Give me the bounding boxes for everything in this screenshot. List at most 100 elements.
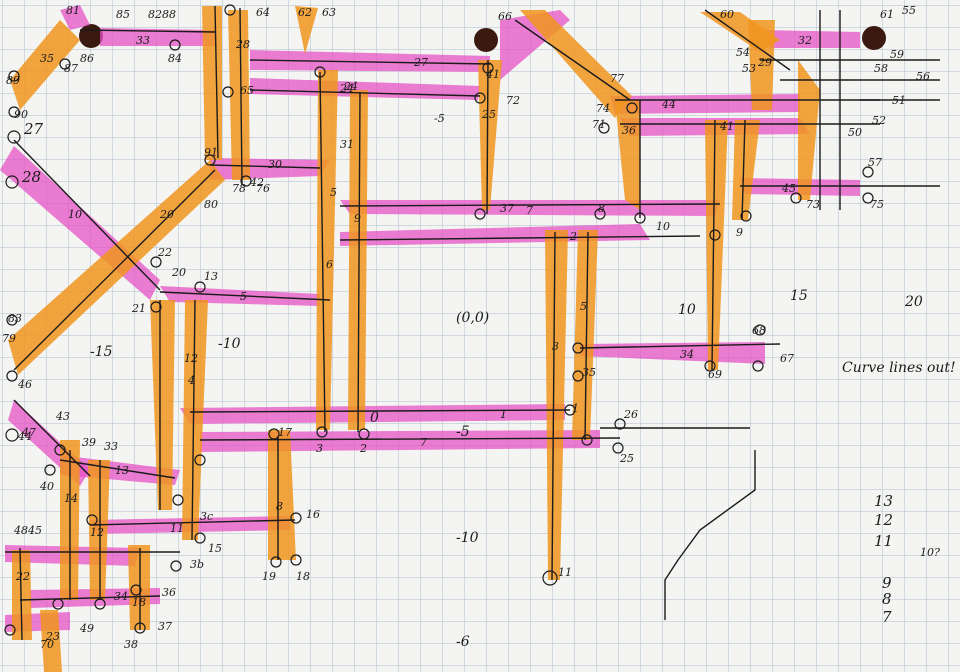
node-label: 75 — [870, 198, 884, 211]
member-label: 14 — [64, 492, 78, 505]
y-tick-label: -5 — [434, 112, 445, 125]
side-number: 12 — [874, 511, 893, 529]
orange-member — [202, 6, 222, 160]
node-label: 22 — [157, 246, 172, 259]
node-label: 41 — [485, 68, 500, 81]
x-tick-label: 10 — [678, 302, 696, 318]
y-tick-label: -5 — [456, 424, 470, 440]
orange-member — [128, 545, 150, 630]
node-label: 48 — [13, 524, 28, 537]
node-label: 36 — [162, 586, 176, 599]
node-label: 38 — [124, 638, 138, 651]
orange-member — [798, 60, 820, 200]
member-label: 1 — [500, 408, 507, 421]
member-label: 8 — [276, 500, 283, 513]
orange-member — [268, 430, 296, 560]
node-label: 9 — [736, 226, 743, 239]
node-label: 3 — [316, 442, 323, 455]
node-label: 59 — [890, 48, 904, 61]
binder-hole-left — [79, 24, 103, 48]
member-label: 44 — [661, 98, 676, 111]
node-label: 88 — [162, 8, 176, 21]
node-label: 66 — [498, 10, 512, 23]
node-label: 78 — [232, 182, 246, 195]
node-label: 65 — [240, 84, 254, 97]
pink-member — [100, 28, 215, 46]
member-label: 13 — [115, 464, 129, 477]
orange-member — [10, 20, 80, 110]
member-label: 30 — [268, 158, 282, 171]
node-label: 82 — [148, 8, 162, 21]
node-label: 63 — [322, 6, 336, 19]
orange-member — [228, 10, 250, 180]
node-label: 62 — [298, 6, 312, 19]
node-label: 67 — [780, 352, 794, 365]
member-label: 20 — [159, 208, 174, 221]
member-label: 0 — [370, 410, 379, 426]
node-label: 25 — [619, 452, 634, 465]
pink-member — [340, 224, 650, 246]
member-label: 32 — [798, 34, 812, 47]
side-number: 11 — [874, 532, 893, 550]
node-label: 72 — [506, 94, 520, 107]
side-number: 7 — [882, 608, 892, 626]
node-label: 33 — [104, 440, 118, 453]
binder-hole-right — [862, 26, 886, 50]
member-label: 10 — [68, 208, 82, 221]
orange-member — [40, 610, 62, 672]
member-label: 18 — [132, 596, 146, 609]
orange-member — [88, 460, 110, 600]
node-label: 45 — [27, 524, 42, 537]
member-label: 4 — [187, 374, 195, 387]
orange-member — [732, 120, 760, 220]
x-tick-label: 20 — [904, 294, 923, 310]
member-label: 33 — [136, 34, 150, 47]
curve-note: Curve lines out! — [842, 360, 956, 376]
member-label: 11 — [170, 522, 184, 535]
member-label: 5 — [240, 290, 247, 303]
member-label: 12 — [90, 526, 104, 539]
node-label: 21 — [131, 302, 146, 315]
orange-member — [295, 6, 318, 54]
member-label: 2 — [569, 230, 577, 243]
member-label: 29 — [757, 56, 772, 69]
node-label: 55 — [902, 4, 916, 17]
node-label: 2 — [359, 442, 367, 455]
node-label: 83 — [8, 312, 22, 325]
member-label: 25 — [481, 108, 496, 121]
node-label: 20 — [171, 266, 186, 279]
side-number: 8 — [882, 590, 892, 608]
node-label: 90 — [14, 108, 28, 121]
node-label: 40 — [39, 480, 54, 493]
orange-member-labels: 35 28 25 20 36 29 3 5 4 6 8 9 14 12 18 2… — [15, 38, 772, 643]
orange-member — [615, 100, 640, 210]
node-label: 18 — [296, 570, 310, 583]
y-tick-label: -10 — [456, 530, 479, 546]
node-label: 37 — [158, 620, 172, 633]
node-label: 31 — [340, 138, 354, 151]
pink-member — [760, 30, 860, 48]
node-label: 89 — [6, 74, 20, 87]
orange-member — [705, 120, 728, 370]
member-label: 7 — [420, 436, 427, 449]
node-label: 26 — [623, 408, 638, 421]
x-tick-label: -10 — [218, 336, 241, 352]
orange-member — [150, 300, 175, 510]
node-label: 28 — [21, 168, 41, 186]
node-label: 3b — [190, 558, 204, 571]
node-label: 51 — [892, 94, 906, 107]
orange-member — [478, 60, 502, 210]
node-label: 11 — [558, 566, 572, 579]
node-label: 39 — [82, 436, 96, 449]
node-label: 8 — [598, 202, 605, 215]
origin-label: (0,0) — [456, 310, 489, 326]
node-label: 69 — [708, 368, 722, 381]
member-label: 28 — [235, 38, 250, 51]
node-label: 53 — [742, 62, 756, 75]
member-label: 37 — [500, 202, 514, 215]
node-label: 49 — [79, 622, 94, 635]
node-label: 34 — [114, 590, 128, 603]
x-tick-label: -15 — [90, 344, 113, 360]
member-label: 24 — [339, 82, 354, 95]
